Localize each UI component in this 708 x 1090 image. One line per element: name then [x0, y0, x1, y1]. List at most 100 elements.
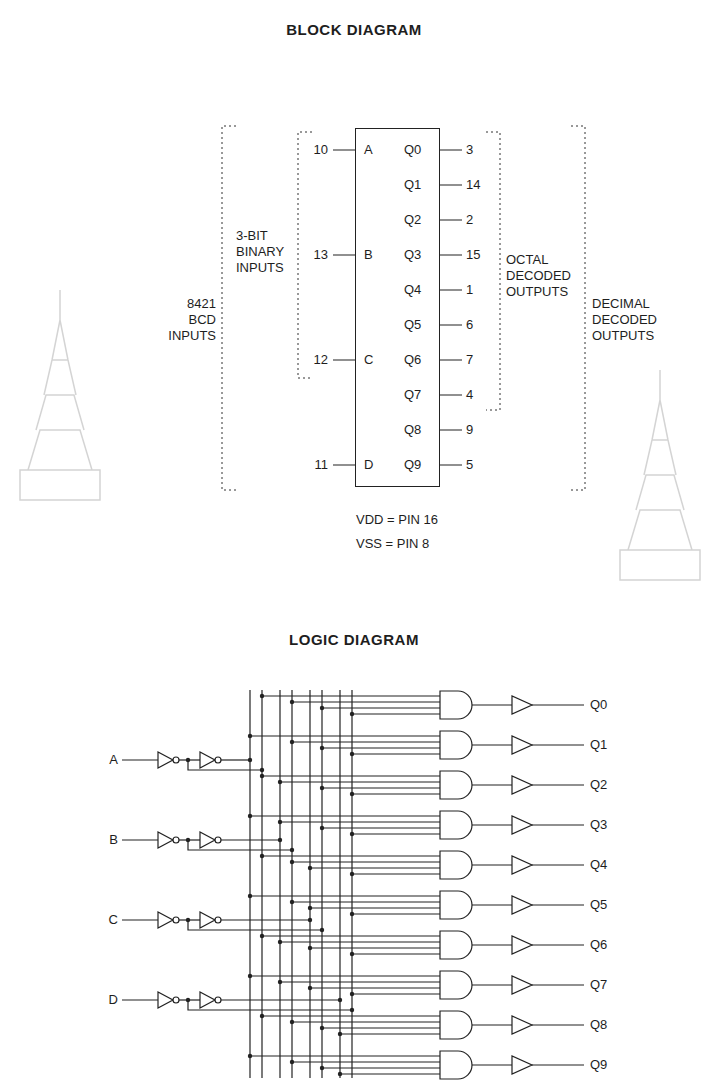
and-gate-symbol	[440, 731, 472, 759]
buffer-symbol	[512, 736, 532, 754]
buffer-symbol	[512, 1016, 532, 1034]
pin-name: Q8	[404, 422, 421, 438]
signal-bus	[249, 690, 250, 1078]
output-name: Q2	[590, 777, 630, 793]
buffer-symbol	[512, 896, 532, 914]
signal-wire	[221, 759, 250, 760]
pin-number: 15	[466, 247, 494, 263]
junction-dot	[320, 928, 324, 932]
input-wire	[122, 999, 158, 1000]
output-wire	[532, 984, 584, 985]
buffer-symbol	[512, 856, 532, 874]
group-bracket	[571, 126, 585, 490]
inverter-bubble	[173, 997, 179, 1003]
gate-input-wire	[250, 735, 440, 736]
signal-wire	[472, 904, 512, 905]
gate-input-wire	[340, 1033, 440, 1034]
buffer-symbol	[512, 936, 532, 954]
junction-dot	[278, 780, 282, 784]
gate-input-wire	[352, 793, 440, 794]
junction-dot	[290, 1020, 294, 1024]
output-wire	[532, 744, 584, 745]
buffer-symbol	[512, 696, 532, 714]
junction-dot	[308, 986, 312, 990]
input-wire	[122, 759, 158, 760]
gate-input-wire	[310, 867, 440, 868]
and-gate-symbol	[440, 1011, 472, 1039]
junction-dot	[338, 1072, 342, 1076]
junction-dot	[278, 980, 282, 984]
gate-input-wire	[262, 855, 440, 856]
inverter-symbol	[200, 912, 215, 928]
pin-number: 9	[466, 422, 494, 438]
pin-number: 5	[466, 457, 494, 473]
pin-name: Q1	[404, 177, 421, 193]
pin-number: 13	[290, 247, 328, 263]
watermark-pagoda	[620, 370, 700, 580]
pin-number: 14	[466, 177, 494, 193]
and-gate-symbol	[440, 771, 472, 799]
group-label: DECIMAL DECODED OUTPUTS	[592, 296, 664, 344]
junction-dot	[260, 694, 264, 698]
group-label: 3-BIT BINARY INPUTS	[236, 228, 294, 276]
gate-input-wire	[340, 1073, 440, 1074]
pin-number: 2	[466, 212, 494, 228]
gate-input-wire	[322, 787, 440, 788]
junction-dot	[350, 1008, 354, 1012]
diagram-title: BLOCK DIAGRAM	[0, 22, 708, 38]
output-wire	[532, 944, 584, 945]
pin-name: Q7	[404, 387, 421, 403]
junction-dot	[320, 786, 324, 790]
junction-dot	[320, 706, 324, 710]
junction-dot	[186, 918, 190, 922]
signal-bus	[309, 690, 310, 1078]
junction-dot	[350, 952, 354, 956]
gate-input-wire	[352, 873, 440, 874]
junction-dot	[350, 792, 354, 796]
junction-dot	[248, 814, 252, 818]
inverter-bubble	[215, 917, 221, 923]
output-wire	[532, 1024, 584, 1025]
output-wire	[532, 864, 584, 865]
inverter-bubble	[173, 917, 179, 923]
gate-input-wire	[280, 781, 440, 782]
gate-input-wire	[322, 707, 440, 708]
junction-dot	[338, 998, 342, 1002]
signal-wire	[472, 704, 512, 705]
and-gate-symbol	[440, 971, 472, 999]
gate-input-wire	[322, 1027, 440, 1028]
inverter-symbol	[200, 752, 215, 768]
group-bracket	[486, 132, 500, 410]
gate-input-wire	[292, 901, 440, 902]
input-name: D	[90, 992, 118, 1008]
pin-number: 7	[466, 352, 494, 368]
junction-dot	[320, 1066, 324, 1070]
gate-input-wire	[280, 821, 440, 822]
inverter-symbol	[158, 832, 173, 848]
junction-dot	[350, 752, 354, 756]
gate-input-wire	[262, 775, 440, 776]
signal-bus	[261, 690, 262, 1078]
inverter-symbol	[158, 752, 173, 768]
buffer-symbol	[512, 776, 532, 794]
output-pin-lead	[440, 150, 462, 465]
signal-wire	[472, 864, 512, 865]
group-bracket	[222, 126, 236, 490]
junction-dot	[248, 1054, 252, 1058]
output-name: Q7	[590, 977, 630, 993]
pin-name: Q9	[404, 457, 421, 473]
gate-input-wire	[352, 913, 440, 914]
pin-number: 11	[290, 457, 328, 473]
gate-input-wire	[292, 1061, 440, 1062]
pin-number: 6	[466, 317, 494, 333]
output-name: Q1	[590, 737, 630, 753]
pin-number: 3	[466, 142, 494, 158]
output-wire	[532, 704, 584, 705]
signal-wire	[221, 999, 340, 1000]
junction-dot	[308, 906, 312, 910]
junction-dot	[320, 746, 324, 750]
output-wire	[532, 824, 584, 825]
inverter-symbol	[158, 992, 173, 1008]
